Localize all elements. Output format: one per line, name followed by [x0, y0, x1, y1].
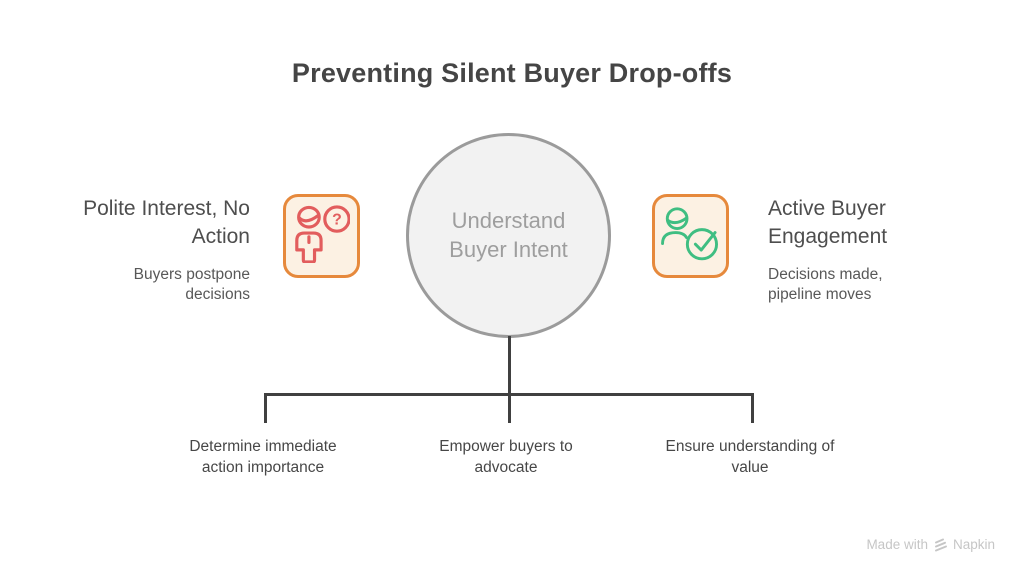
connector-center-line	[508, 336, 511, 423]
central-node: Understand Buyer Intent	[406, 133, 611, 338]
branch-label-1: Determine immediate action importance	[189, 438, 337, 476]
person-check-icon	[660, 206, 721, 266]
central-node-label: Understand Buyer Intent	[449, 207, 568, 262]
left-item-subtext: Buyers postpone decisions	[133, 265, 250, 304]
right-icon-box	[652, 194, 729, 278]
watermark-prefix: Made with	[866, 537, 928, 552]
branch-label-3: Ensure understanding of value	[665, 438, 835, 476]
connector-horizontal-line	[264, 393, 754, 396]
page-title: Preventing Silent Buyer Drop-offs	[291, 58, 733, 88]
right-item-subtext: Decisions made, pipeline moves	[768, 265, 883, 304]
watermark: Made with Napkin	[866, 537, 995, 552]
left-item-text: Polite Interest, No Action Buyers postpo…	[35, 195, 250, 306]
connector-left-drop	[264, 393, 267, 423]
left-item-heading: Polite Interest, No Action	[83, 197, 250, 248]
napkin-logo-icon	[933, 538, 948, 552]
person-question-icon: ?	[294, 204, 351, 268]
right-item-heading: Active Buyer Engagement	[768, 197, 888, 248]
watermark-brand: Napkin	[952, 537, 995, 552]
right-item-text: Active Buyer Engagement Decisions made, …	[768, 195, 926, 306]
connector-right-drop	[751, 393, 754, 423]
left-icon-box: ?	[283, 194, 360, 278]
branch-label-2: Empower buyers to advocate	[439, 438, 573, 476]
svg-text:?: ?	[332, 211, 342, 228]
